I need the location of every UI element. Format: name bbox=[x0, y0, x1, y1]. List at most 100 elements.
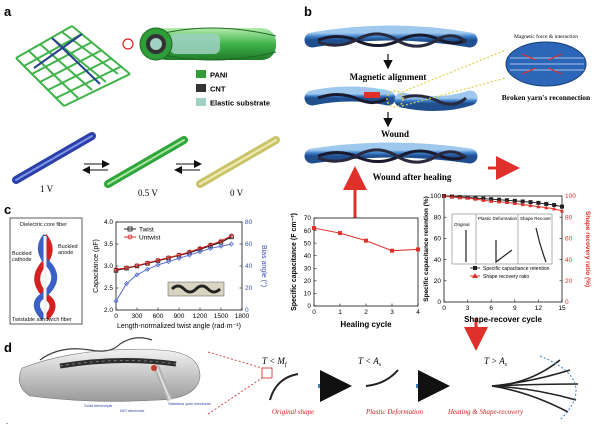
stage-3-dashed-arc bbox=[539, 355, 577, 421]
panel-label-a: a bbox=[4, 4, 12, 19]
x-tick-label: 1800 bbox=[235, 313, 250, 320]
stage-3-temp: T > As bbox=[484, 356, 508, 368]
stage-1-wire bbox=[269, 373, 299, 401]
x-tick-label: 4 bbox=[416, 309, 420, 316]
zoom-line-top bbox=[401, 49, 507, 93]
y-tick-label: 40 bbox=[304, 253, 312, 260]
device-labels: Solid electrolyte Stainless yarn electro… bbox=[84, 401, 211, 413]
series-point-1 bbox=[113, 267, 119, 272]
y2-tick-label: 20 bbox=[565, 278, 573, 285]
label-niti-electrode: NiTi electrode bbox=[120, 408, 145, 413]
series-point-1 bbox=[552, 206, 557, 211]
panel-label-b: b bbox=[304, 4, 312, 19]
y2-tick-label: 0 bbox=[565, 299, 569, 306]
y-tick-label: 0 bbox=[307, 303, 311, 310]
recover-ylabel: Specific capacitance retention (%) bbox=[423, 196, 430, 301]
series-point-0 bbox=[544, 201, 549, 206]
label-stainless-yarn: Stainless yarn electrode bbox=[168, 401, 211, 406]
series-line-1 bbox=[443, 195, 563, 212]
series-point-1 bbox=[544, 205, 549, 210]
y2-tick-label: 60 bbox=[245, 241, 253, 248]
series-point-1 bbox=[145, 260, 150, 266]
recover-y2label: Shape recovery ratio (%) bbox=[584, 211, 591, 287]
series-point-1 bbox=[465, 195, 470, 200]
series-point-2 bbox=[197, 249, 203, 255]
stage-plastic: Plastic Deformation bbox=[478, 216, 518, 221]
y2-tick-label: 40 bbox=[565, 257, 573, 264]
series-point-0 bbox=[416, 247, 420, 252]
y2-tick-label: 100 bbox=[565, 193, 576, 200]
recover-frame bbox=[443, 195, 563, 303]
panel-d: d Solid electrolyte Stainless yarn elect… bbox=[4, 337, 579, 426]
y-tick-label: 4.0 bbox=[104, 219, 113, 226]
series-point-2 bbox=[186, 252, 193, 258]
y2-tick-label: 20 bbox=[245, 285, 253, 292]
series-point-0 bbox=[560, 204, 564, 209]
series-point-1 bbox=[124, 265, 129, 270]
stage-recover: Shape Recover bbox=[520, 216, 552, 221]
voltage-labels: 1 V 0.5 V 0 V bbox=[40, 184, 244, 198]
series-line-1 bbox=[115, 235, 232, 271]
y-tick-label: 20 bbox=[434, 278, 442, 285]
recover-xlabel: Shape-recover cycle bbox=[464, 315, 542, 324]
step-wound-after-healing: Wound after healing bbox=[373, 172, 452, 182]
yarn-tube-3 bbox=[304, 142, 478, 164]
schematic-box bbox=[9, 217, 83, 325]
series-point-2 bbox=[176, 255, 182, 261]
series-point-1 bbox=[134, 263, 140, 268]
magnetic-zoom bbox=[505, 41, 587, 87]
y-tick-label: 20 bbox=[304, 278, 312, 285]
series-point-1 bbox=[536, 204, 541, 209]
step-wound: Wound bbox=[381, 129, 409, 139]
chart-c-legend: Twist Untwist bbox=[124, 227, 161, 242]
chart-c-xlabel: Length-normalized twist angle (rad·m⁻¹) bbox=[117, 323, 241, 330]
label-dielectric-core: Dielectric core fiber bbox=[20, 222, 67, 228]
series-point-0 bbox=[364, 238, 368, 243]
series-point-0 bbox=[312, 226, 316, 231]
series-point-2 bbox=[113, 298, 119, 304]
x-tick-label: 3 bbox=[390, 309, 394, 316]
twist-inset-photo bbox=[167, 281, 225, 297]
voltage-05v: 0.5 V bbox=[138, 188, 158, 198]
legend-pani: PANI bbox=[210, 71, 227, 80]
step-magnetic-alignment: Magnetic alignment bbox=[350, 72, 427, 82]
x-tick-label: 900 bbox=[174, 313, 185, 320]
y-tick-label: 0 bbox=[437, 299, 441, 306]
device-drawing bbox=[19, 337, 201, 402]
series-point-0 bbox=[528, 200, 533, 205]
chart-c-legend-untwist: Untwist bbox=[139, 235, 161, 242]
stage-1-caption: Original shape bbox=[272, 408, 314, 416]
device-zoom-box bbox=[261, 367, 273, 379]
stage-3-caption: Heating & Shape-recovery bbox=[447, 408, 524, 416]
y2-tick-label: 80 bbox=[245, 219, 253, 226]
x-tick-label: 2 bbox=[364, 309, 368, 316]
y2-tick-label: 60 bbox=[565, 236, 573, 243]
y-tick-label: 50 bbox=[304, 240, 312, 247]
series-point-1 bbox=[528, 203, 533, 208]
zoomed-fiber bbox=[139, 27, 277, 61]
series-point-0 bbox=[390, 248, 394, 253]
x-tick-label: 0 bbox=[312, 309, 316, 316]
series-point-1 bbox=[520, 202, 525, 207]
yarn-tube-1 bbox=[304, 25, 478, 48]
magnetic-force-label: Magnetic force & interaction bbox=[514, 33, 578, 40]
chart-c-legend-twist: Twist bbox=[139, 227, 154, 234]
voltage-1v: 1 V bbox=[40, 184, 54, 194]
fabric-mesh bbox=[15, 25, 131, 107]
stage-1-temp: T < Mf bbox=[262, 356, 288, 368]
y-tick-label: 60 bbox=[434, 236, 442, 243]
series-point-0 bbox=[338, 231, 342, 236]
series-line-0 bbox=[443, 195, 563, 208]
x-tick-label: 600 bbox=[153, 313, 164, 320]
stage-2-wire bbox=[365, 369, 399, 387]
chart-c-yticks: 2.02.53.03.54.0 bbox=[104, 219, 119, 314]
series-point-1 bbox=[489, 199, 494, 203]
